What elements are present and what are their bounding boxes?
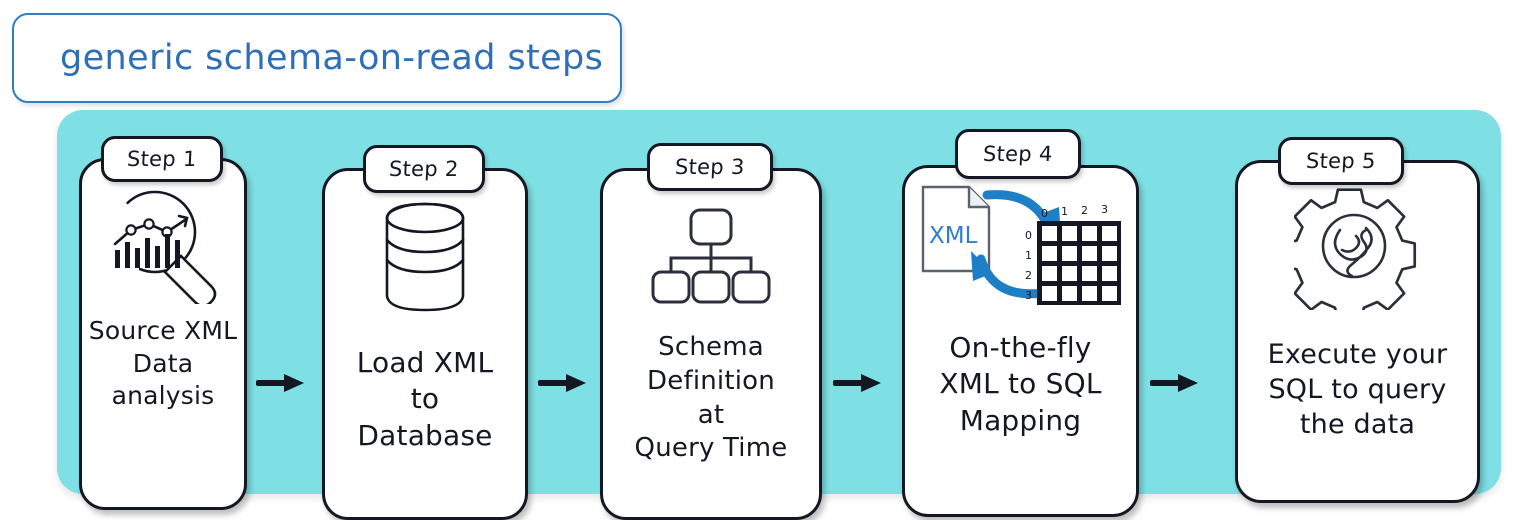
step-1-line-2: Data bbox=[132, 348, 194, 378]
svg-text:2: 2 bbox=[1081, 204, 1088, 217]
flow-arrow-4-to-5 bbox=[1148, 368, 1200, 398]
hierarchy-tree-icon bbox=[603, 195, 819, 317]
step-card-5[interactable]: Execute your SQL to query the data bbox=[1235, 160, 1480, 503]
step-card-1[interactable]: Source XML Data analysis bbox=[79, 158, 247, 510]
step-5-badge: Step 5 bbox=[1278, 137, 1404, 185]
step-2-badge-label: Step 2 bbox=[388, 157, 460, 181]
flow-arrow-1-to-2 bbox=[254, 368, 306, 398]
svg-text:1: 1 bbox=[1025, 249, 1032, 262]
step-4-line-2: XML to SQL bbox=[939, 367, 1102, 401]
step-4-line-1: On-the-fly bbox=[949, 331, 1092, 364]
steps-row: Step 1 bbox=[57, 110, 1501, 520]
step-card-3[interactable]: Schema Definition at Query Time bbox=[600, 168, 822, 520]
svg-text:2: 2 bbox=[1025, 269, 1032, 282]
svg-text:3: 3 bbox=[1101, 203, 1108, 216]
step-3-badge-label: Step 3 bbox=[674, 155, 746, 179]
step-3-line-3: at bbox=[697, 399, 725, 430]
step-3-line-4: Query Time bbox=[634, 433, 788, 464]
step-5-line-2: SQL to query bbox=[1268, 374, 1447, 406]
gear-wrench-icon bbox=[1238, 185, 1477, 311]
svg-text:3: 3 bbox=[1025, 289, 1032, 302]
step-3-line-1: Schema bbox=[658, 332, 764, 362]
step-card-4[interactable]: XML 0 1 2 3 bbox=[902, 165, 1139, 517]
page-title: generic schema-on-read steps bbox=[60, 38, 604, 78]
step-1-badge: Step 1 bbox=[101, 136, 223, 182]
xml-file-to-grid-icon: XML 0 1 2 3 bbox=[905, 182, 1136, 312]
step-1-line-1: Source XML bbox=[88, 316, 238, 345]
step-card-2[interactable]: Load XML to Database bbox=[322, 168, 528, 520]
step-4-badge-label: Step 4 bbox=[982, 142, 1054, 166]
step-card-3-text: Schema Definition at Query Time bbox=[603, 331, 819, 466]
diagram-canvas: generic schema-on-read steps Step 1 bbox=[12, 13, 1501, 520]
step-3-line-2: Definition bbox=[647, 365, 775, 396]
step-card-4-text: On-the-fly XML to SQL Mapping bbox=[905, 330, 1136, 439]
step-3-badge: Step 3 bbox=[647, 143, 773, 191]
database-cylinder-icon bbox=[325, 191, 525, 323]
magnifier-bar-chart-icon bbox=[82, 183, 244, 305]
diagram-title-card: generic schema-on-read steps bbox=[12, 13, 622, 103]
step-1-line-3: analysis bbox=[111, 381, 215, 410]
svg-text:XML: XML bbox=[929, 223, 978, 249]
step-card-1-text: Source XML Data analysis bbox=[82, 315, 244, 413]
step-2-line-2: to bbox=[410, 382, 440, 416]
step-5-badge-label: Step 5 bbox=[1305, 149, 1377, 173]
step-2-badge: Step 2 bbox=[363, 145, 485, 193]
step-5-line-1: Execute your bbox=[1267, 339, 1448, 370]
flow-arrow-3-to-4 bbox=[831, 368, 883, 398]
svg-text:0: 0 bbox=[1025, 229, 1032, 242]
step-5-line-3: the data bbox=[1299, 409, 1416, 441]
step-card-2-text: Load XML to Database bbox=[325, 345, 525, 454]
svg-text:0: 0 bbox=[1041, 207, 1048, 220]
flow-arrow-2-to-3 bbox=[536, 368, 588, 398]
step-card-5-text: Execute your SQL to query the data bbox=[1238, 337, 1477, 442]
step-2-line-3: Database bbox=[357, 418, 493, 452]
step-4-line-3: Mapping bbox=[959, 403, 1082, 437]
svg-text:1: 1 bbox=[1061, 205, 1068, 218]
step-4-badge: Step 4 bbox=[955, 129, 1081, 179]
step-1-badge-label: Step 1 bbox=[126, 147, 198, 171]
step-2-line-1: Load XML bbox=[356, 346, 494, 379]
